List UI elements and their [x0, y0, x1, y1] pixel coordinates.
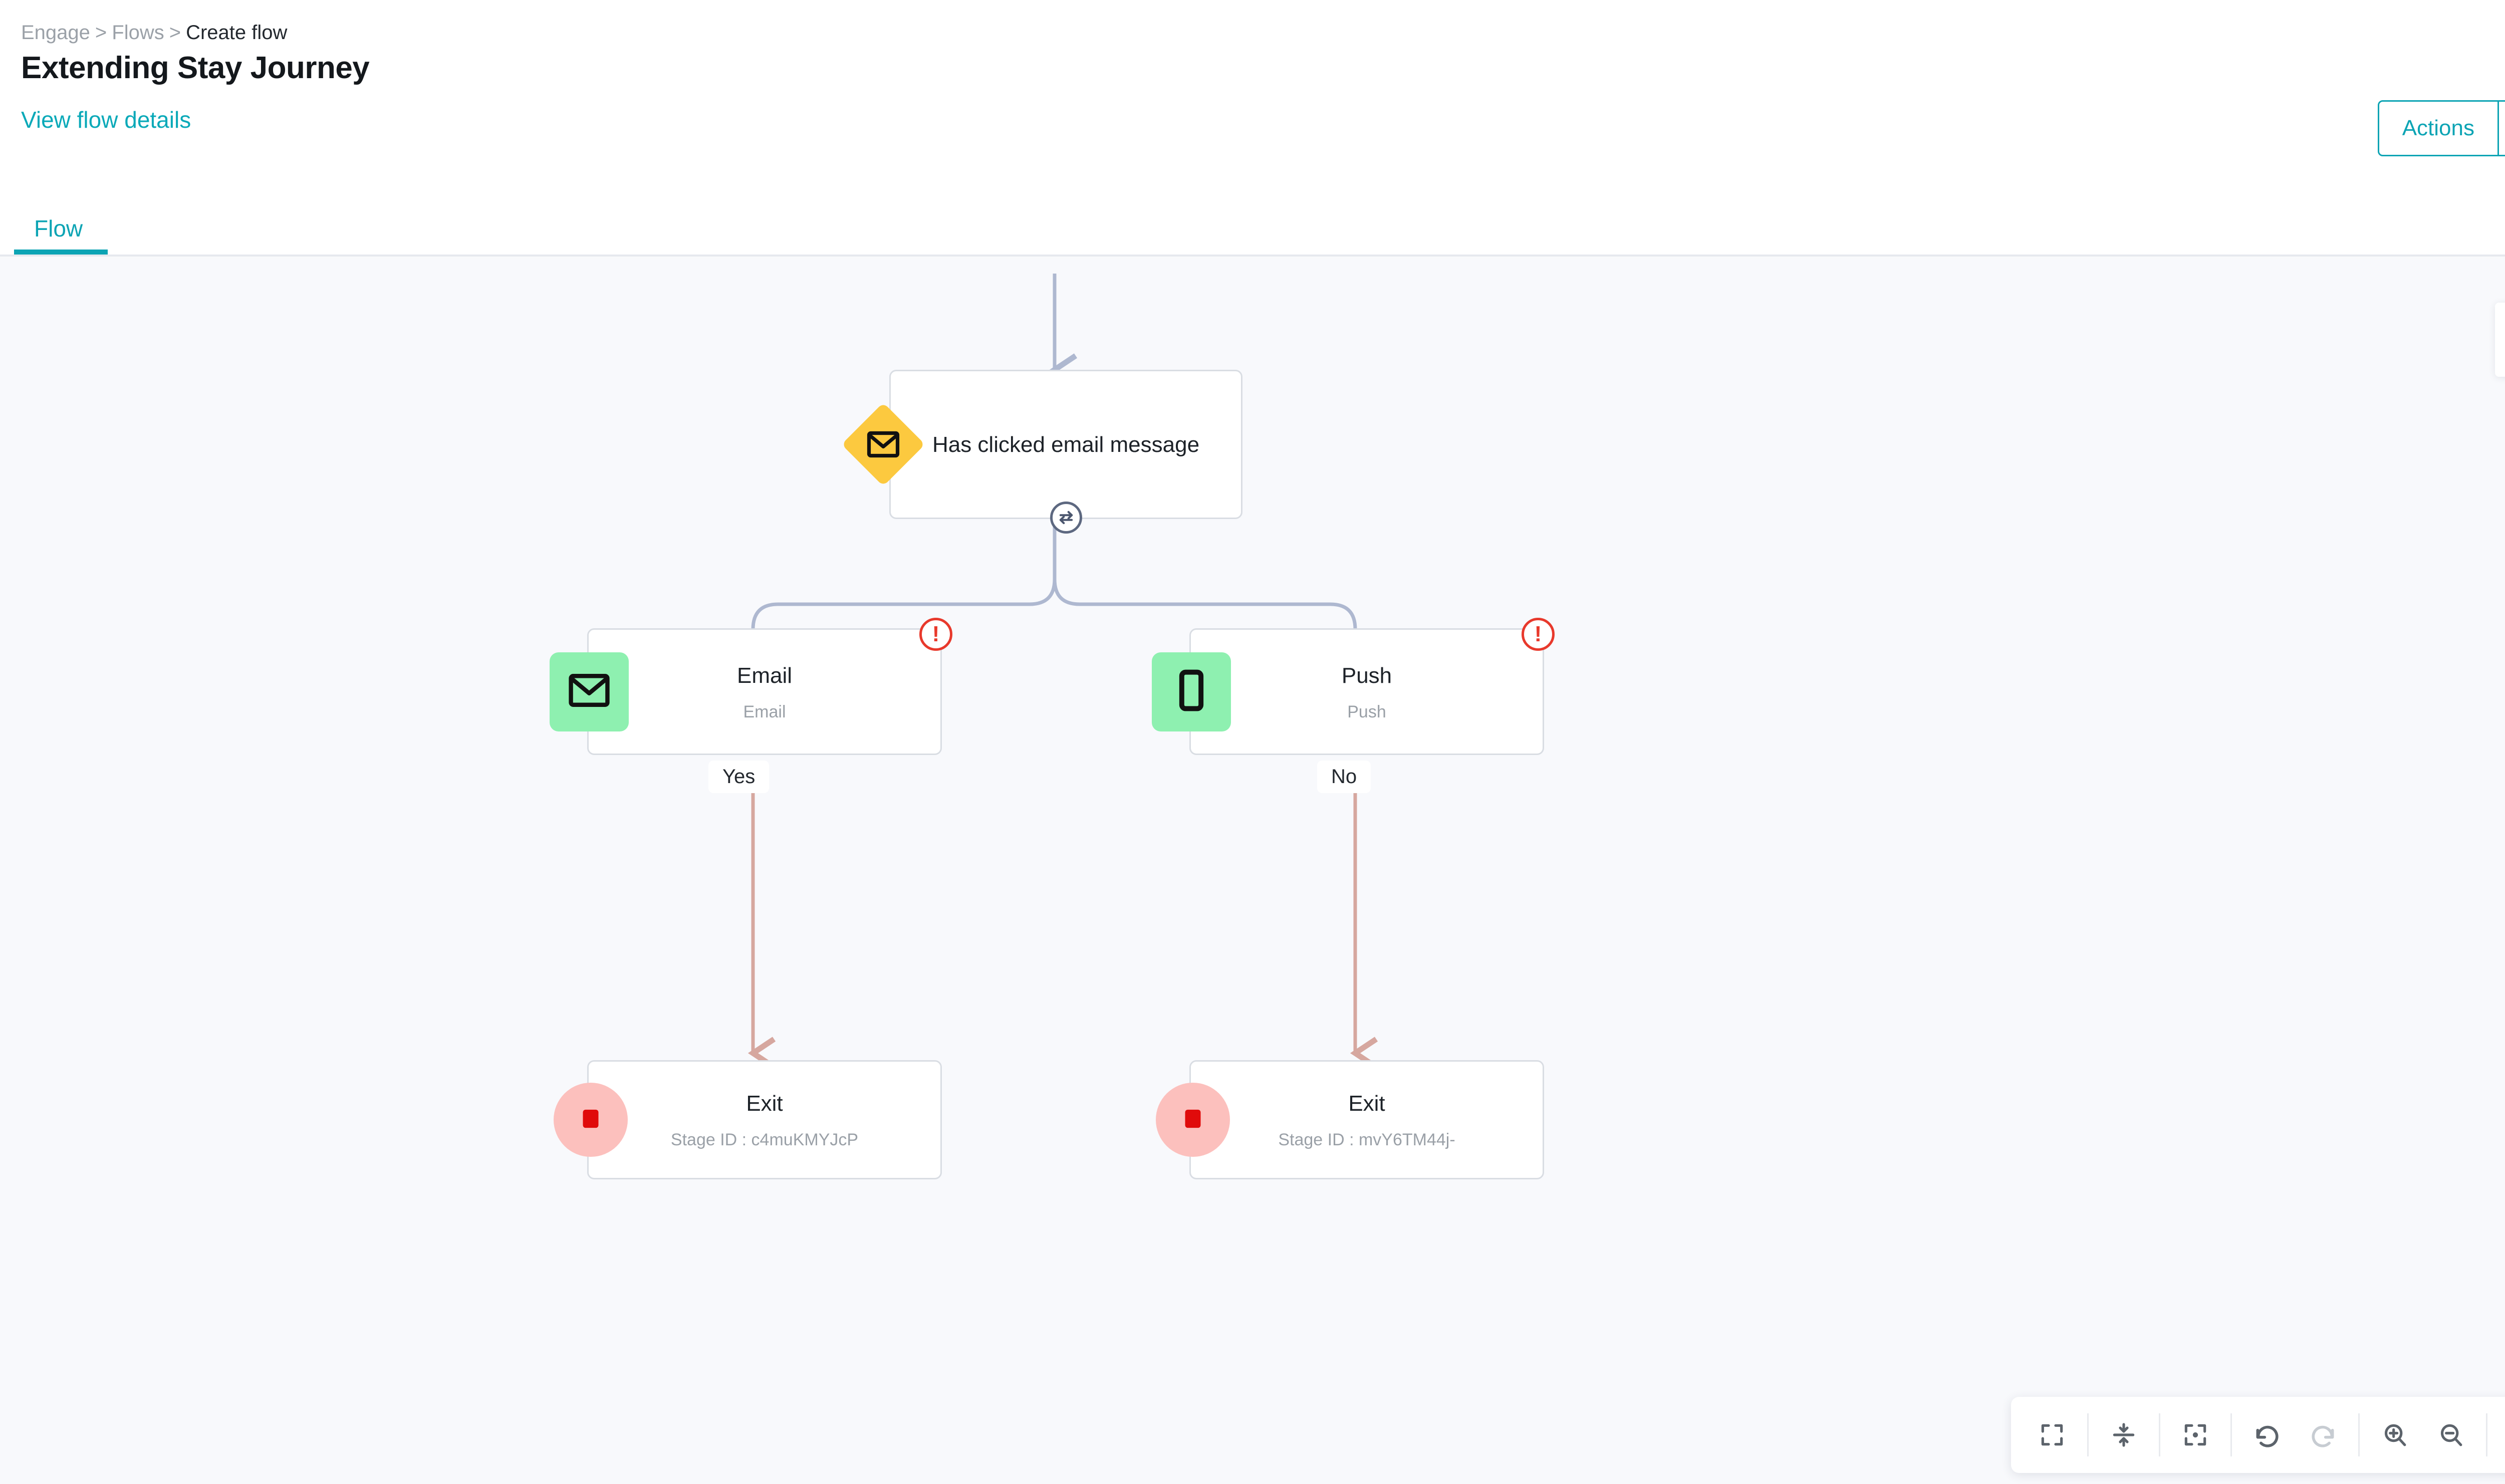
toolbar-divider	[2358, 1413, 2360, 1456]
minimap-icon[interactable]	[2494, 1397, 2505, 1473]
zoom-out-icon[interactable]	[2423, 1397, 2479, 1473]
center-focus-icon[interactable]	[2167, 1397, 2223, 1473]
errors-panel[interactable]: Errors (4)	[2495, 303, 2505, 377]
flow-node-exit-left[interactable]: Exit Stage ID : c4muKMYJcP	[554, 1060, 942, 1179]
node-title: Exit	[746, 1091, 783, 1116]
flow-node-condition[interactable]: Has clicked email message	[841, 370, 1242, 534]
toolbar-divider	[2159, 1413, 2160, 1456]
undo-icon[interactable]	[2239, 1397, 2295, 1473]
node-badge-square	[1152, 652, 1231, 731]
node-badge-circle	[1156, 1083, 1230, 1157]
page-title: Extending Stay Journey	[21, 51, 370, 85]
node-title: Exit	[1348, 1091, 1385, 1116]
stop-square-icon	[1177, 1103, 1208, 1137]
node-badge-square	[550, 652, 629, 731]
canvas-toolbar	[2011, 1397, 2505, 1473]
tab-flow[interactable]: Flow	[34, 215, 83, 241]
flow-edges	[747, 274, 1378, 1070]
tab-bar: Flow Settings	[0, 200, 2505, 257]
breadcrumb-item-create-flow: Create flow	[186, 22, 288, 44]
vertical-align-icon[interactable]	[2096, 1397, 2152, 1473]
node-subtitle: Stage ID : mvY6TM44j-	[1278, 1130, 1455, 1149]
tab-active-indicator	[14, 250, 108, 255]
actions-divider	[2497, 102, 2499, 155]
toolbar-divider	[2230, 1413, 2232, 1456]
actions-split-button[interactable]: Actions	[2377, 100, 2505, 156]
flow-node-exit-right[interactable]: Exit Stage ID : mvY6TM44j-	[1156, 1060, 1544, 1179]
error-exclamation-icon[interactable]: !	[919, 618, 952, 651]
swap-horizontal-icon[interactable]	[1050, 502, 1082, 534]
redo-icon[interactable]	[2295, 1397, 2351, 1473]
actions-button-label[interactable]: Actions	[2402, 116, 2474, 140]
breadcrumb: Engage>Flows>Create flow	[21, 22, 287, 44]
flow-canvas[interactable]: Errors (4) Has clicked email message Yes…	[0, 259, 2505, 1484]
node-subtitle: Push	[1347, 702, 1386, 721]
breadcrumb-separator: >	[95, 22, 107, 44]
node-badge-circle	[554, 1083, 628, 1157]
mobile-phone-icon	[1168, 667, 1214, 716]
toolbar-divider	[2486, 1413, 2487, 1456]
node-title: Email	[736, 663, 793, 688]
actions-dropdown-toggle[interactable]	[2499, 102, 2505, 155]
node-subtitle: Stage ID : c4muKMYJcP	[670, 1130, 859, 1149]
breadcrumb-item-flows[interactable]: Flows	[112, 22, 164, 44]
toolbar-divider	[2087, 1413, 2089, 1456]
edge-label-no: No	[1317, 761, 1371, 793]
fit-screen-icon[interactable]	[2024, 1397, 2080, 1473]
envelope-icon	[566, 667, 612, 716]
node-badge-diamond	[841, 402, 925, 486]
node-title: Push	[1341, 663, 1392, 688]
node-title: Has clicked email message	[932, 432, 1200, 457]
envelope-icon	[865, 426, 901, 462]
page-header: Engage>Flows>Create flow Extending Stay …	[0, 0, 2505, 200]
breadcrumb-separator: >	[169, 22, 181, 44]
flow-node-email[interactable]: Email Email !	[550, 618, 952, 755]
view-flow-details-link[interactable]: View flow details	[21, 107, 191, 133]
flow-node-push[interactable]: Push Push !	[1152, 618, 1555, 755]
zoom-in-icon[interactable]	[2367, 1397, 2423, 1473]
error-exclamation-icon[interactable]: !	[1522, 618, 1555, 651]
breadcrumb-item-engage[interactable]: Engage	[21, 22, 90, 44]
edge-label-yes: Yes	[708, 761, 770, 793]
node-subtitle: Email	[743, 702, 786, 721]
stop-square-icon	[575, 1103, 606, 1137]
